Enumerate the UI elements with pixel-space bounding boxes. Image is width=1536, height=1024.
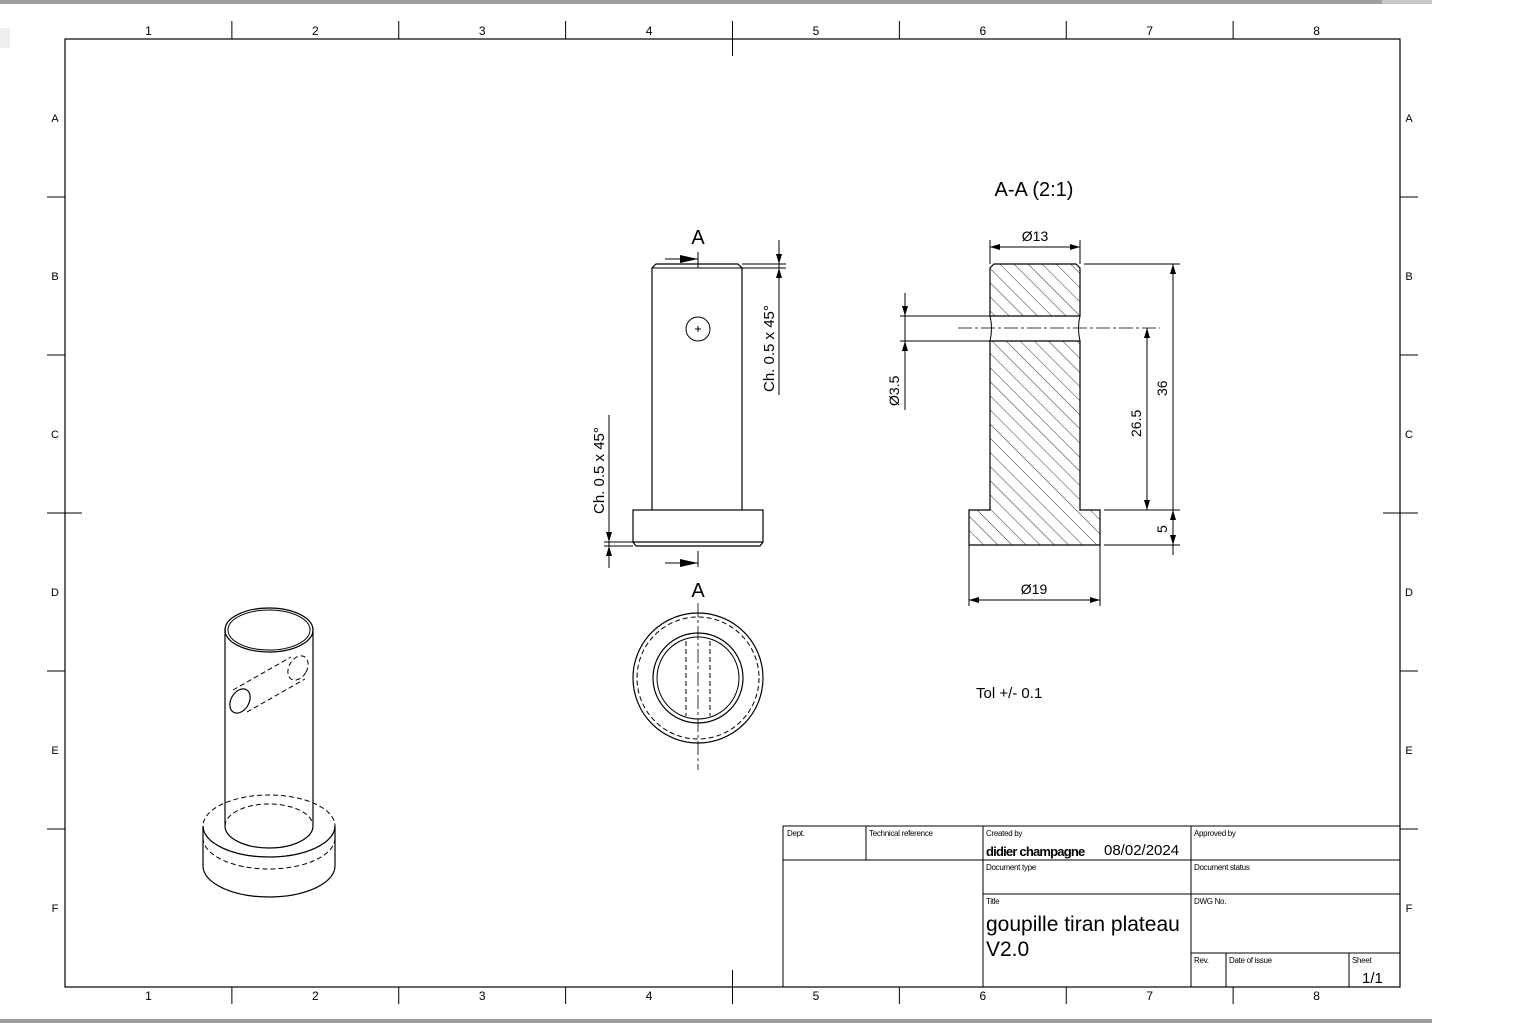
height-base-label: 5 [1154,525,1170,533]
created-by-label: Created by [986,829,1022,838]
column-label-top: 4 [646,24,653,38]
column-label-bottom: 3 [479,989,486,1003]
bottom-view [632,603,764,770]
column-label-bottom: 4 [646,989,653,1003]
row-label-right: F [1406,903,1413,915]
drawing-title-line1: goupille tiran plateau [986,913,1180,936]
dia-base-label: Ø19 [1021,581,1048,597]
column-label-top: 1 [145,24,152,38]
title-label: Title [986,897,1000,906]
section-marker-top: A [691,227,705,249]
column-label-top: 8 [1313,24,1320,38]
column-label-top: 7 [1146,24,1153,38]
title-block: Dept. Technical reference Created by did… [782,825,1401,988]
isometric-view [202,607,336,898]
row-label-right: D [1405,587,1413,599]
dwg-label: DWG No. [1194,897,1226,906]
column-label-bottom: 8 [1313,989,1320,1003]
row-label-right: E [1405,745,1412,757]
height-hole-label: 26.5 [1128,410,1144,437]
column-label-bottom: 2 [312,989,319,1003]
section-title: A-A (2:1) [995,179,1074,201]
dept-label: Dept. [787,829,805,838]
column-label-bottom: 6 [979,989,986,1003]
row-label-left: D [51,587,59,599]
row-label-right: C [1405,429,1413,441]
dia-hole-label: Ø3.5 [886,375,902,406]
front-view: A A Ch. 0.5 x 45° Ch. 0.5 x 45° [591,227,786,602]
chamfer-top-label: Ch. 0.5 x 45° [761,305,778,392]
tech-ref-label: Technical reference [869,829,934,838]
doc-status-label: Document status [1194,863,1250,872]
date-issue-label: Date of issue [1229,956,1273,965]
sheet-value: 1/1 [1362,970,1383,987]
rev-label: Rev. [1194,956,1209,965]
chamfer-bottom-label: Ch. 0.5 x 45° [591,427,608,514]
column-label-top: 2 [312,24,319,38]
column-label-bottom: 7 [1146,989,1153,1003]
grid-ticks [47,21,1418,1004]
section-view: A-A (2:1) Ø13 Ø19 Ø3.5 [886,179,1180,702]
drawing-frame [64,38,1401,988]
created-date: 08/02/2024 [1104,842,1179,859]
row-label-right: A [1405,113,1413,125]
row-label-left: A [51,113,59,125]
row-label-right: B [1405,271,1412,283]
column-label-top: 6 [979,24,986,38]
approved-by-label: Approved by [1194,829,1236,838]
column-label-bottom: 1 [145,989,152,1003]
row-label-left: C [51,429,59,441]
column-label-bottom: 5 [813,989,820,1003]
dia-top-label: Ø13 [1022,228,1049,244]
row-label-left: B [51,271,58,283]
section-marker-bottom: A [691,580,705,602]
tolerance-note: Tol +/- 0.1 [976,685,1042,702]
column-label-top: 3 [479,24,486,38]
row-label-left: F [52,903,59,915]
sheet-label: Sheet [1352,956,1372,965]
column-label-top: 5 [813,24,820,38]
corner-marker [0,28,10,48]
row-label-left: E [51,745,58,757]
height-total-label: 36 [1154,380,1170,396]
created-by-name: didier champagne [986,844,1085,859]
doc-type-label: Document type [986,863,1037,872]
drawing-title-line2: V2.0 [986,938,1029,961]
